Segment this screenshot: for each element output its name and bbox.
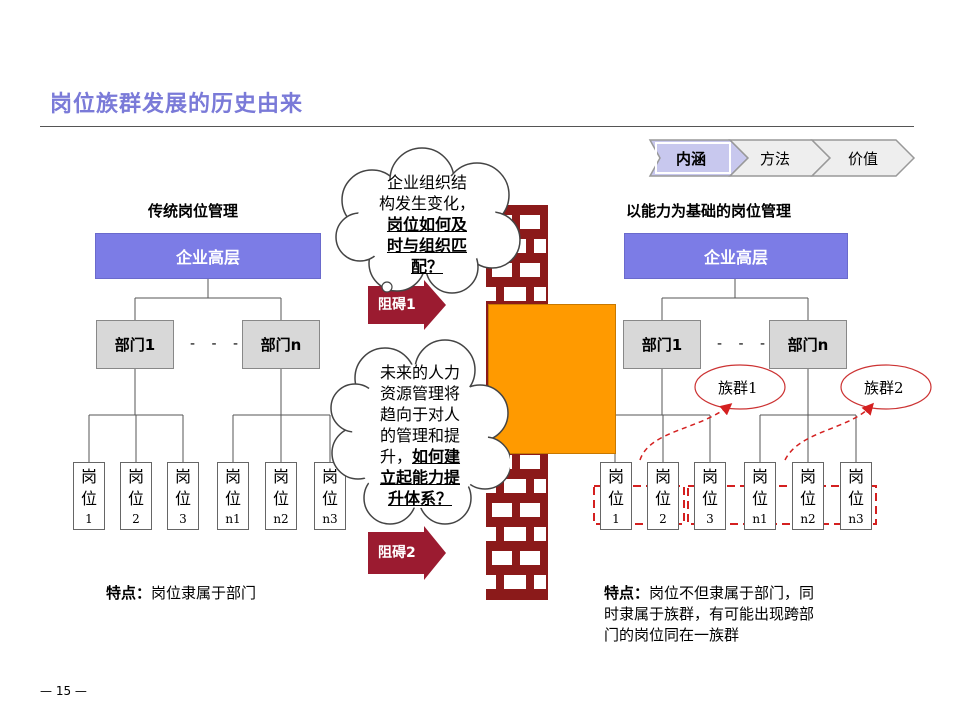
nav-jiazhi-label[interactable]: 价值 [848, 150, 879, 168]
right-top-box: 企业高层 [624, 233, 848, 279]
group1-arrow [639, 403, 733, 461]
right-dept1-box: 部门1 [623, 320, 701, 369]
barrier1-label: 阻碍1 [378, 297, 416, 313]
nav-neihan-label[interactable]: 内涵 [676, 150, 707, 168]
nav-chevrons [648, 139, 916, 177]
group2-ellipse [840, 364, 932, 410]
left-heading: 传统岗位管理 [148, 202, 239, 220]
chevron-jiazhi[interactable] [810, 139, 916, 177]
orange-block [488, 304, 616, 454]
left-dept1-box: 部门1 [96, 320, 174, 369]
group2-label: 族群2 [864, 379, 904, 397]
barrier2-arrow [368, 526, 446, 580]
left-dept-ellipsis: - - - [190, 336, 245, 352]
group1-ellipse [694, 364, 786, 410]
thought-cloud-2 [330, 339, 510, 525]
left-deptn-box: 部门n [242, 320, 320, 369]
title-divider [40, 126, 914, 127]
group1-dashed-box [593, 485, 685, 525]
nav-fangfa-label[interactable]: 方法 [760, 150, 791, 168]
page-title: 岗位族群发展的历史由来 [50, 92, 304, 117]
barrier2-label: 阻碍2 [378, 545, 416, 561]
group2-arrow [784, 402, 874, 461]
group2-dashed-box [687, 485, 877, 525]
right-heading: 以能力为基础的岗位管理 [626, 202, 792, 220]
cloud1-text: 企业组织结 构发生变化， 岗位如何及 时与组织匹 配？ [378, 173, 475, 276]
thought-cloud-1 [335, 147, 521, 294]
left-feature: 特点：岗位隶属于部门 [106, 584, 257, 602]
right-feature: 特点：岗位不但隶属于部门，同 时隶属于族群，有可能出现跨部 门的岗位同在一族群 [604, 584, 815, 644]
right-dept-ellipsis: - - - [717, 336, 772, 352]
page-number: — 15 — [40, 684, 87, 698]
right-deptn-box: 部门n [769, 320, 847, 369]
group1-label: 族群1 [718, 379, 758, 397]
cloud2-text: 未来的人力 资源管理将 趋向于对人 的管理和提 升，如何建 立起能力提 升体系？ [379, 363, 461, 508]
left-top-box: 企业高层 [95, 233, 321, 279]
